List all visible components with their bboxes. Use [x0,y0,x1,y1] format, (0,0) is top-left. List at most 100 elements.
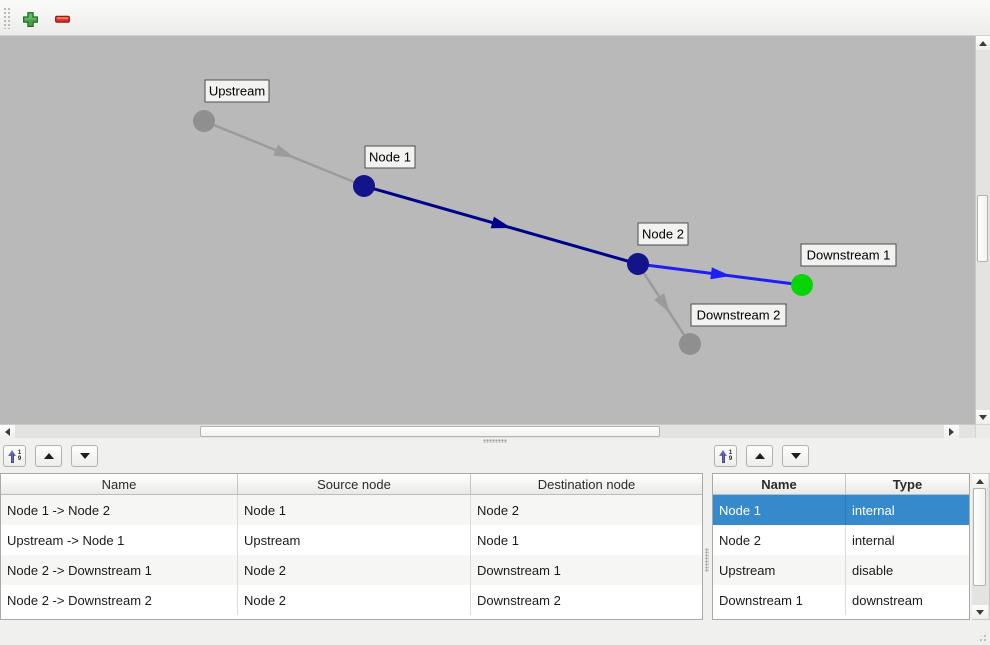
scrollbar-corner [975,424,990,438]
nodes-move-up-button[interactable] [746,445,773,467]
triangle-right-icon [949,427,954,436]
column-header-name[interactable]: Name [713,474,846,494]
scroll-left-button[interactable] [0,425,15,438]
statusbar [0,621,990,645]
nodes-table-header: Name Type [713,474,969,495]
column-header-name[interactable]: Name [1,474,238,494]
cell-destination[interactable]: Node 1 [477,532,519,548]
toolbar-drag-handle[interactable] [3,7,12,29]
nodes-table-row[interactable]: Node 2 internal [713,525,969,555]
scroll-up-button[interactable] [976,36,990,50]
graph-node-node1[interactable] [353,175,375,197]
scroll-up-button[interactable] [972,474,988,488]
cell-name[interactable]: Node 1 [713,495,846,525]
nodes-table-row[interactable]: Node 1 internal [713,495,969,525]
links-table: Name Source node Destination node Node 1… [0,473,703,620]
triangle-down-icon [976,609,984,615]
cell-type[interactable]: internal [852,502,895,518]
svg-text:Downstream 2: Downstream 2 [697,308,781,323]
edge-arrow-icon [710,267,731,280]
graph-node-label-node2[interactable]: Node 2 [637,222,689,246]
svg-text:Upstream: Upstream [209,84,265,99]
remove-node-button[interactable] [52,9,72,29]
graph-node-label-upstream[interactable]: Upstream [204,79,270,103]
add-node-button[interactable] [20,9,40,29]
edge-arrow-icon [490,216,512,229]
scroll-down-button[interactable] [972,605,988,619]
minus-icon [54,15,70,23]
graph-node-downstream2[interactable] [679,333,701,355]
cell-name[interactable]: Node 2 -> Downstream 2 [1,585,238,615]
links-table-header: Name Source node Destination node [1,474,702,495]
horizontal-pane-splitter[interactable] [0,438,990,444]
scroll-down-button[interactable] [976,410,990,424]
links-table-row[interactable]: Upstream -> Node 1 Upstream Node 1 [1,525,702,555]
plus-icon [22,11,38,27]
hscroll-thumb[interactable] [200,426,660,437]
graph-node-label-downstream1[interactable]: Downstream 1 [800,243,897,267]
cell-destination[interactable]: Downstream 2 [477,592,561,608]
cell-name[interactable]: Node 2 -> Downstream 1 [1,555,238,585]
canvas-hscrollbar[interactable] [0,424,975,438]
cell-destination[interactable]: Downstream 1 [477,562,561,578]
cell-type[interactable]: downstream [852,592,923,608]
vertical-pane-splitter[interactable] [703,444,712,621]
scroll-right-button[interactable] [944,425,959,438]
nodes-table: Name Type Node 1 internal Node 2 interna… [712,473,970,620]
cell-name[interactable]: Downstream 1 [713,585,846,615]
cell-source[interactable]: Node 2 [238,555,471,585]
nodes-table-row[interactable]: Downstream 1 downstream [713,585,969,615]
nodes-table-row[interactable]: Upstream disable [713,555,969,585]
cell-source[interactable]: Node 2 [238,585,471,615]
links-move-up-button[interactable] [35,445,62,467]
cell-type[interactable]: disable [852,562,894,578]
vscroll-thumb[interactable] [973,488,986,586]
splitter-grip-icon [483,439,507,443]
cell-type[interactable]: internal [852,532,895,548]
links-move-down-button[interactable] [71,445,98,467]
triangle-up-icon [979,40,987,46]
triangle-up-icon [976,478,984,484]
column-header-type[interactable]: Type [892,476,923,492]
main-toolbar [0,0,990,36]
cell-source[interactable]: Node 1 [238,495,471,525]
cell-name[interactable]: Node 2 [713,525,846,555]
nodes-table-vscrollbar[interactable] [972,473,990,620]
canvas-vscrollbar[interactable] [975,36,990,424]
graph-node-label-downstream2[interactable]: Downstream 2 [690,303,787,327]
cell-name[interactable]: Node 1 -> Node 2 [1,495,238,525]
vscroll-thumb[interactable] [977,195,988,262]
graph-node-label-node1[interactable]: Node 1 [364,145,416,169]
triangle-left-icon [5,427,10,436]
move-down-icon [790,453,801,459]
cell-name[interactable]: Upstream [713,555,846,585]
move-up-icon [43,453,54,459]
graph-node-downstream1[interactable] [791,274,813,296]
svg-text:Node 1: Node 1 [369,150,411,165]
graph-node-upstream[interactable] [193,110,215,132]
move-down-icon [79,453,90,459]
links-table-row[interactable]: Node 2 -> Downstream 2 Node 2 Downstream… [1,585,702,615]
graph-node-node2[interactable] [627,253,649,275]
window-resize-grip-icon[interactable] [975,630,988,643]
column-header-source-node[interactable]: Source node [238,474,471,494]
cell-destination[interactable]: Node 2 [477,502,519,518]
column-header-destination-node[interactable]: Destination node [537,476,636,492]
nodes-move-down-button[interactable] [782,445,809,467]
links-table-row[interactable]: Node 1 -> Node 2 Node 1 Node 2 [1,495,702,525]
links-table-row[interactable]: Node 2 -> Downstream 1 Node 2 Downstream… [1,555,702,585]
cell-source[interactable]: Upstream [238,525,471,555]
cell-name[interactable]: Upstream -> Node 1 [1,525,238,555]
svg-text:Node 2: Node 2 [642,227,684,242]
edge-arrow-icon [654,293,670,314]
move-up-icon [754,453,765,459]
